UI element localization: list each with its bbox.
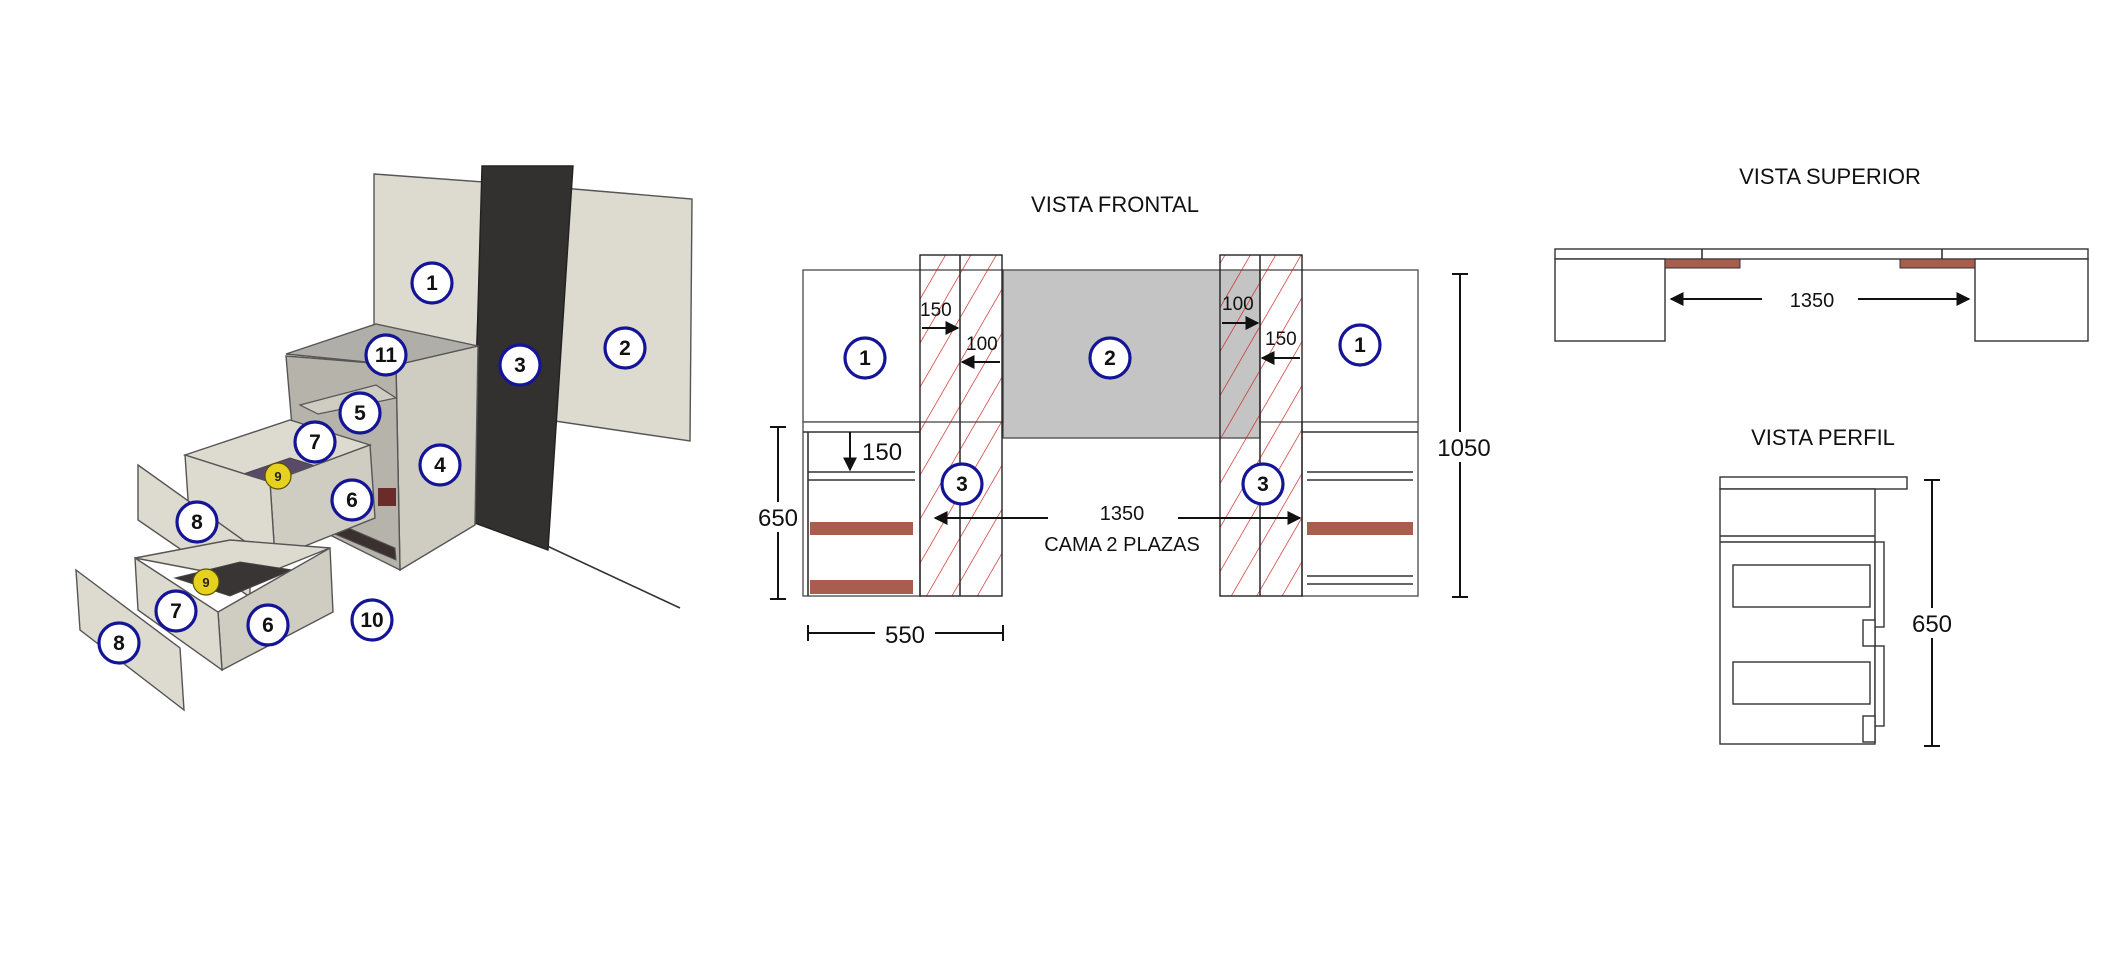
frontal-view: VISTA FRONTAL <box>756 192 1491 649</box>
iso-label-6-upper: 6 <box>346 489 358 512</box>
dim-1050: 1050 <box>1437 435 1490 462</box>
profile-view: VISTA PERFIL 650 <box>1719 425 1956 747</box>
perfil-title: VISTA PERFIL <box>1751 425 1895 450</box>
top-view: VISTA SUPERIOR 1350 <box>1554 164 2089 342</box>
dim-100-left: 100 <box>966 334 998 355</box>
dim-150-right: 150 <box>1265 329 1297 350</box>
iso-label-11: 11 <box>375 344 398 367</box>
interior-brown <box>378 488 396 506</box>
top-nightstand-left <box>1554 258 1666 342</box>
top-post-left <box>1664 258 1741 269</box>
top-nightstand-right <box>1974 258 2089 342</box>
dim-150-drawer: 150 <box>862 439 902 466</box>
profile-door-2 <box>1874 645 1885 727</box>
iso-label-9-lower: 9 <box>202 575 209 590</box>
dim-650-profile: 650 <box>1912 611 1952 638</box>
iso-label-10: 10 <box>360 609 383 632</box>
iso-label-9-upper: 9 <box>274 469 281 484</box>
front-label-1-right: 1 <box>1354 334 1366 357</box>
iso-circle-labels: 1 2 3 11 5 4 7 9 6 8 9 7 6 10 <box>97 261 647 665</box>
post-3-right <box>1219 254 1303 597</box>
front-label-3-left: 3 <box>956 473 968 496</box>
iso-label-7-lower: 7 <box>170 600 182 623</box>
profile-top <box>1719 476 1908 490</box>
front-label-1-left: 1 <box>859 347 871 370</box>
front-label-3-right: 3 <box>1257 473 1269 496</box>
iso-label-1: 1 <box>426 272 438 295</box>
profile-body <box>1719 488 1876 745</box>
isometric-view: 1 2 3 11 5 4 7 9 6 8 9 7 6 10 <box>75 165 693 712</box>
right-nightstand <box>1301 421 1419 597</box>
front-label-2: 2 <box>1104 347 1116 370</box>
iso-label-5: 5 <box>354 402 366 425</box>
bed-caption: CAMA 2 PLAZAS <box>1044 534 1200 556</box>
iso-label-8-lower: 8 <box>113 632 125 655</box>
top-post-right <box>1899 258 1976 269</box>
dim-150-left: 150 <box>920 300 952 321</box>
frontal-title: VISTA FRONTAL <box>1031 192 1199 217</box>
dim-100-right: 100 <box>1222 294 1254 315</box>
dim-1350-top: 1350 <box>1790 290 1835 312</box>
iso-label-4: 4 <box>434 454 446 477</box>
iso-label-2: 2 <box>619 337 631 360</box>
post-3-left <box>919 254 1003 597</box>
left-nightstand <box>802 421 921 597</box>
profile-drawer-1 <box>1732 564 1871 608</box>
iso-label-3: 3 <box>514 354 526 377</box>
superior-title: VISTA SUPERIOR <box>1739 164 1921 189</box>
iso-label-7-upper: 7 <box>309 431 321 454</box>
dim-1350-bed: 1350 <box>1100 503 1145 525</box>
dim-650-front: 650 <box>758 505 798 532</box>
profile-drawer-2 <box>1732 661 1871 705</box>
iso-label-6-lower: 6 <box>262 614 274 637</box>
floor-line <box>544 544 681 609</box>
iso-label-8-upper: 8 <box>191 511 203 534</box>
profile-door-1 <box>1874 541 1885 628</box>
dim-550: 550 <box>885 622 925 649</box>
